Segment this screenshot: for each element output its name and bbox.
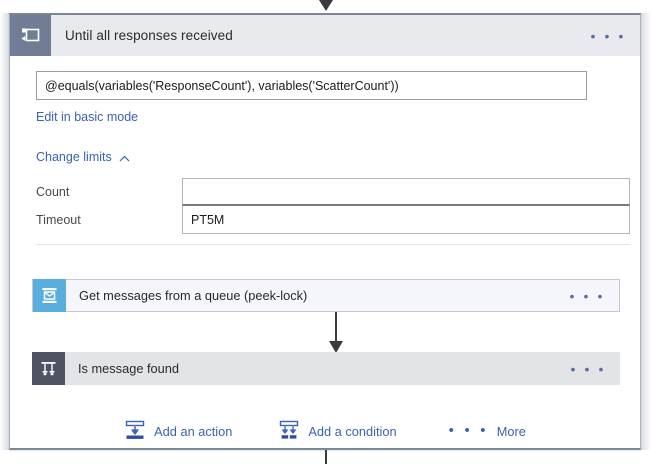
- change-limits-label: Change limits: [36, 150, 112, 164]
- limit-row-count: Count: [36, 178, 630, 206]
- change-limits-toggle[interactable]: Change limits: [36, 150, 130, 164]
- add-an-action-label: Add an action: [154, 424, 233, 439]
- action-card-is-message-found[interactable]: Is message found • • •: [32, 352, 620, 385]
- add-condition-icon: [278, 419, 300, 444]
- action-card-get-messages-from-queue[interactable]: Get messages from a queue (peek-lock) • …: [32, 279, 620, 312]
- scope-right-shadow: [641, 13, 651, 450]
- more-button[interactable]: • • • More: [448, 421, 526, 440]
- card-connector-arrow: [329, 312, 343, 353]
- add-action-icon: [124, 419, 146, 444]
- until-scope-container: Until all responses received • • • Edit …: [9, 13, 641, 450]
- service-bus-queue-icon: [33, 279, 66, 312]
- outgoing-connector-line: [325, 450, 327, 464]
- condition-branch-icon: [32, 352, 65, 385]
- add-step-toolbar: Add an action: [10, 419, 640, 444]
- action-card-overflow-menu[interactable]: • • •: [569, 287, 605, 304]
- add-a-condition-label: Add a condition: [308, 424, 397, 439]
- timeout-input[interactable]: [182, 206, 630, 234]
- scope-left-shadow: [0, 13, 9, 450]
- action-card-title: Is message found: [78, 361, 180, 376]
- until-expression-input[interactable]: [36, 71, 587, 100]
- count-input[interactable]: [182, 178, 630, 206]
- section-divider: [36, 244, 630, 245]
- incoming-connector-arrow: [319, 0, 333, 11]
- until-scope-body: Edit in basic mode Change limits Count T…: [10, 56, 640, 448]
- until-loop-icon: [10, 15, 51, 56]
- count-label: Count: [36, 185, 70, 199]
- more-label: More: [496, 424, 526, 439]
- edit-in-basic-mode-link[interactable]: Edit in basic mode: [36, 110, 139, 124]
- action-card-overflow-menu[interactable]: • • •: [570, 360, 606, 377]
- action-card-title: Get messages from a queue (peek-lock): [79, 288, 308, 303]
- until-scope-title: Until all responses received: [65, 28, 233, 43]
- add-an-action-button[interactable]: Add an action: [124, 419, 232, 444]
- until-scope-header[interactable]: Until all responses received • • •: [10, 15, 640, 57]
- limit-row-timeout: Timeout: [36, 206, 630, 234]
- limits-fields: Count Timeout: [36, 178, 630, 234]
- until-scope-overflow-menu[interactable]: • • •: [590, 27, 626, 44]
- chevron-up-icon: [119, 154, 130, 165]
- add-a-condition-button[interactable]: Add a condition: [278, 419, 397, 444]
- timeout-label: Timeout: [36, 213, 81, 227]
- more-dots-icon: • • •: [448, 421, 489, 439]
